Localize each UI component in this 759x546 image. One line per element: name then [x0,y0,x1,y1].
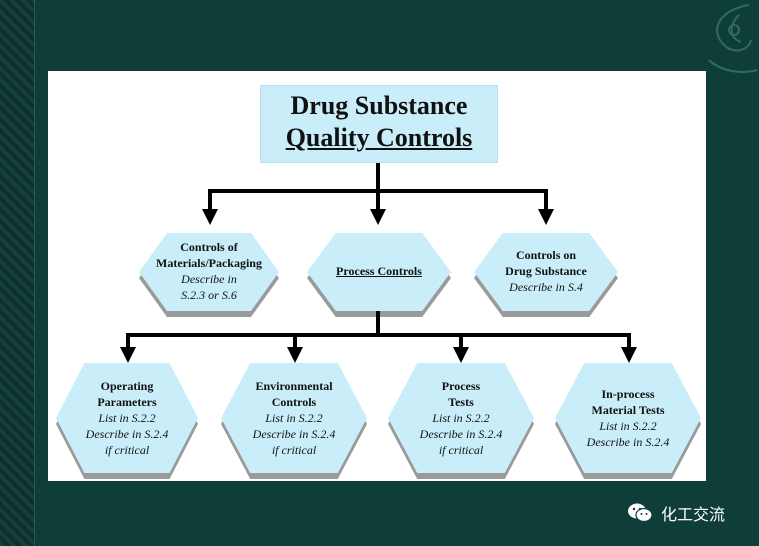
slide-canvas: Drug Substance Quality Controls Controls… [48,71,706,481]
node-label: Process [441,379,481,393]
node-note: if critical [438,443,484,457]
node-process-controls: Process Controls [307,229,451,313]
node-label: Controls on [515,248,577,262]
node-note: Describe in S.4 [509,280,583,294]
node-process-tests-shape [388,363,534,473]
node-note: if critical [104,443,150,457]
node-label: Controls of [180,240,238,254]
title-line-2: Quality Controls [285,123,473,152]
title-line-1: Drug Substance [290,91,468,120]
node-environmental-controls: Environmental Controls List in S.2.2 Des… [221,363,367,473]
node-operating-parameters: Operating Parameters List in S.2.2 Descr… [56,363,198,473]
node-note: List in S.2.2 [599,419,657,433]
node-note: Describe in S.2.4 [252,427,336,441]
node-label: Materials/Packaging [156,256,262,270]
decorative-side-strip [0,0,35,546]
node-note: List in S.2.2 [98,411,156,425]
node-materials-packaging-shape [139,233,279,311]
node-label: Parameters [97,395,157,409]
watermark: 化工交流 [627,500,725,526]
node-label: Controls [271,395,317,409]
node-note: List in S.2.2 [432,411,490,425]
node-note: List in S.2.2 [265,411,323,425]
node-drug-substance-shape [474,233,618,311]
node-drug-substance: Controls on Drug Substance Describe in S… [474,229,618,313]
node-note: Describe in S.2.4 [85,427,169,441]
node-label: Tests [448,395,474,409]
node-operating-parameters-shape [56,363,198,473]
connector-lines [56,161,701,479]
node-note: S.2.3 or S.6 [181,288,237,302]
node-in-process-material-tests-shape [555,363,701,473]
node-label: Operating [100,379,154,393]
node-materials-packaging: Controls of Materials/Packaging Describe… [139,229,279,313]
corner-ornament-icon [708,4,758,73]
diagram-title: Drug Substance Quality Controls [260,85,498,163]
node-label: Drug Substance [505,264,587,278]
watermark-text: 化工交流 [661,505,726,524]
node-note: Describe in S.2.4 [586,435,670,449]
node-process-controls-shape [307,233,451,311]
node-label: Material Tests [591,403,665,417]
node-label: Environmental [255,379,333,393]
node-label: In-process [601,387,655,401]
node-label: Process Controls [336,264,422,278]
node-note: Describe in S.2.4 [419,427,503,441]
node-process-tests: Process Tests List in S.2.2 Describe in … [388,363,534,473]
node-environmental-controls-shape [221,363,367,473]
wechat-icon [628,503,653,523]
node-note: if critical [271,443,317,457]
node-in-process-material-tests: In-process Material Tests List in S.2.2 … [555,363,701,473]
node-note: Describe in [181,272,237,286]
